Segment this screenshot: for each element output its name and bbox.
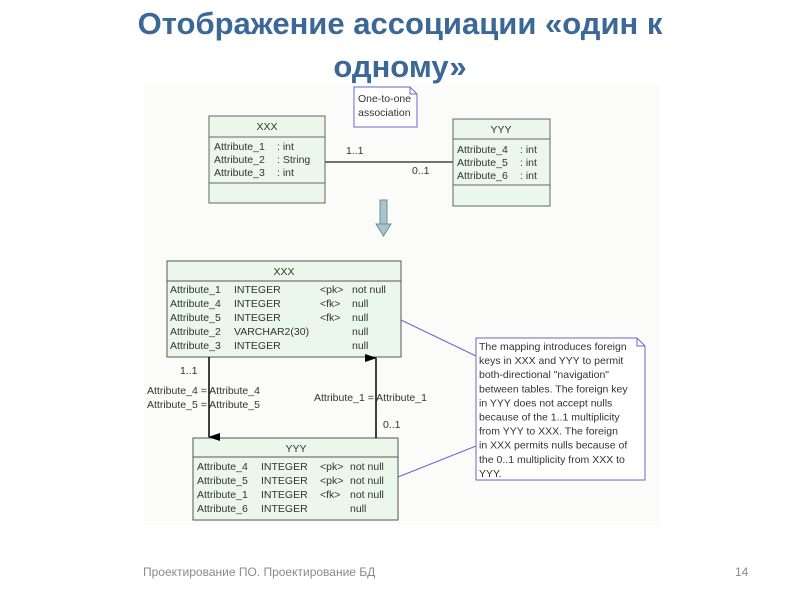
column-name: Attribute_4 <box>170 298 221 310</box>
explanation-note: The mapping introduces foreign keys in X… <box>475 337 646 481</box>
join-label: Attribute_1 = Attribute_1 <box>314 392 427 404</box>
attribute-name: Attribute_5 <box>457 157 508 169</box>
title-line-1: Отображение ассоциации «один к <box>137 6 663 41</box>
multiplicity-label: 0..1 <box>412 165 430 177</box>
uml-class-yyy: YYY Attribute_4 : int Attribute_5 : int … <box>452 118 551 207</box>
note-text-line: in XXX permits nulls because of <box>479 440 627 452</box>
attribute-type: : String <box>277 154 310 166</box>
column-key: <fk> <box>320 312 340 324</box>
join-label: Attribute_5 = Attribute_5 <box>147 399 260 411</box>
column-type: INTEGER <box>261 461 308 473</box>
note-connector <box>397 445 477 478</box>
note-text-line: from YYY to XXX. The foreign <box>479 426 618 438</box>
column-nullability: null <box>352 340 368 352</box>
column-nullability: not null <box>350 475 384 487</box>
attribute-name: Attribute_2 <box>214 154 265 166</box>
note-text-line: The mapping introduces foreign <box>479 341 627 353</box>
note-text-line: the 0..1 multiplicity from XXX to <box>479 454 625 466</box>
note-text: association <box>358 107 411 119</box>
class-name: XXX <box>256 121 277 133</box>
note-text-line: YYY. <box>479 468 502 480</box>
table-name: YYY <box>285 443 306 455</box>
note-text: One-to-one <box>358 93 411 105</box>
attribute-name: Attribute_4 <box>457 144 508 156</box>
down-arrow-icon <box>375 199 392 237</box>
title-line-2: одному» <box>333 49 467 84</box>
attribute-name: Attribute_6 <box>457 170 508 182</box>
attribute-type: : int <box>277 167 294 179</box>
note-text-line: both-directional "navigation" <box>479 369 609 381</box>
join-label: Attribute_4 = Attribute_4 <box>147 385 260 397</box>
attribute-name: Attribute_1 <box>214 141 265 153</box>
column-nullability: not null <box>350 461 384 473</box>
column-name: Attribute_4 <box>197 461 248 473</box>
column-name: Attribute_5 <box>197 475 248 487</box>
table-name: XXX <box>273 266 294 278</box>
multiplicity-label: 0..1 <box>383 419 401 431</box>
column-type: INTEGER <box>261 475 308 487</box>
multiplicity-label: 1..1 <box>180 365 198 377</box>
note-text-line: keys in XXX and YYY to permit <box>479 355 623 367</box>
column-nullability: null <box>350 503 366 515</box>
column-type: INTEGER <box>261 503 308 515</box>
column-type: INTEGER <box>234 312 281 324</box>
column-name: Attribute_1 <box>170 284 221 296</box>
column-nullability: null <box>352 326 368 338</box>
column-key: <pk> <box>320 284 343 296</box>
attribute-type: : int <box>520 170 537 182</box>
class-name: YYY <box>490 124 511 136</box>
column-key: <pk> <box>320 475 343 487</box>
column-name: Attribute_5 <box>170 312 221 324</box>
note-text-line: in YYY does not accept nulls <box>479 397 612 409</box>
attribute-type: : int <box>277 141 294 153</box>
footer-text: Проектирование ПО. Проектирование БД <box>143 565 376 579</box>
note-connector <box>400 319 477 357</box>
column-nullability: not null <box>350 489 384 501</box>
column-key: <fk> <box>320 489 340 501</box>
multiplicity-label: 1..1 <box>346 145 364 157</box>
column-name: Attribute_6 <box>197 503 248 515</box>
uml-class-xxx: XXX Attribute_1 : int Attribute_2 : Stri… <box>208 115 326 204</box>
column-name: Attribute_1 <box>197 489 248 501</box>
column-key: <fk> <box>320 298 340 310</box>
note-text-line: between tables. The foreign key <box>479 383 628 395</box>
column-name: Attribute_3 <box>170 340 221 352</box>
note-text-line: because of the 1..1 multiplicity <box>479 412 620 424</box>
attribute-name: Attribute_3 <box>214 167 265 179</box>
column-type: INTEGER <box>261 489 308 501</box>
column-name: Attribute_2 <box>170 326 221 338</box>
column-nullability: null <box>352 298 368 310</box>
column-key: <pk> <box>320 461 343 473</box>
slide-title: Отображение ассоциации «один к одному» <box>40 2 760 88</box>
uml-note: One-to-one association <box>353 86 418 128</box>
attribute-type: : int <box>520 157 537 169</box>
column-type: VARCHAR2(30) <box>234 326 309 338</box>
column-nullability: not null <box>352 284 386 296</box>
column-type: INTEGER <box>234 340 281 352</box>
column-nullability: null <box>352 312 368 324</box>
column-type: INTEGER <box>234 284 281 296</box>
page-number: 14 <box>735 565 749 579</box>
attribute-type: : int <box>520 144 537 156</box>
column-type: INTEGER <box>234 298 281 310</box>
